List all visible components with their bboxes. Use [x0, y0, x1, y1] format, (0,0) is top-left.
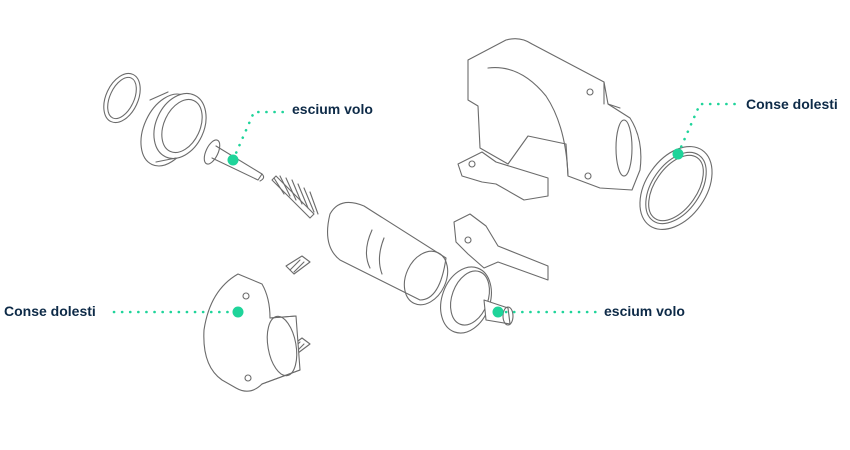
o-ring-right-part [639, 146, 713, 230]
callout-label-escium-top: escium volo [292, 101, 373, 117]
lower-housing-part [203, 273, 301, 392]
spring-part [271, 175, 319, 219]
end-cap-part [140, 91, 207, 167]
valve-stem-part [203, 139, 265, 182]
leader-conse-left [112, 306, 244, 318]
bracket-part [453, 213, 549, 281]
leader-conse-right [672, 102, 740, 160]
lower-bracket-part [457, 151, 549, 201]
cylinder-sleeve-part [327, 201, 449, 306]
valve-disc-part [440, 266, 514, 334]
leader-escium-top [227, 110, 288, 166]
o-ring-part [103, 72, 141, 124]
callout-label-conse-left: Conse dolesti [4, 303, 96, 319]
pin-part-upper [285, 255, 311, 275]
leader-escium-right [492, 306, 598, 318]
callout-label-conse-right: Conse dolesti [746, 96, 838, 112]
callout-label-escium-right: escium volo [604, 303, 685, 319]
main-housing-part [467, 38, 642, 191]
